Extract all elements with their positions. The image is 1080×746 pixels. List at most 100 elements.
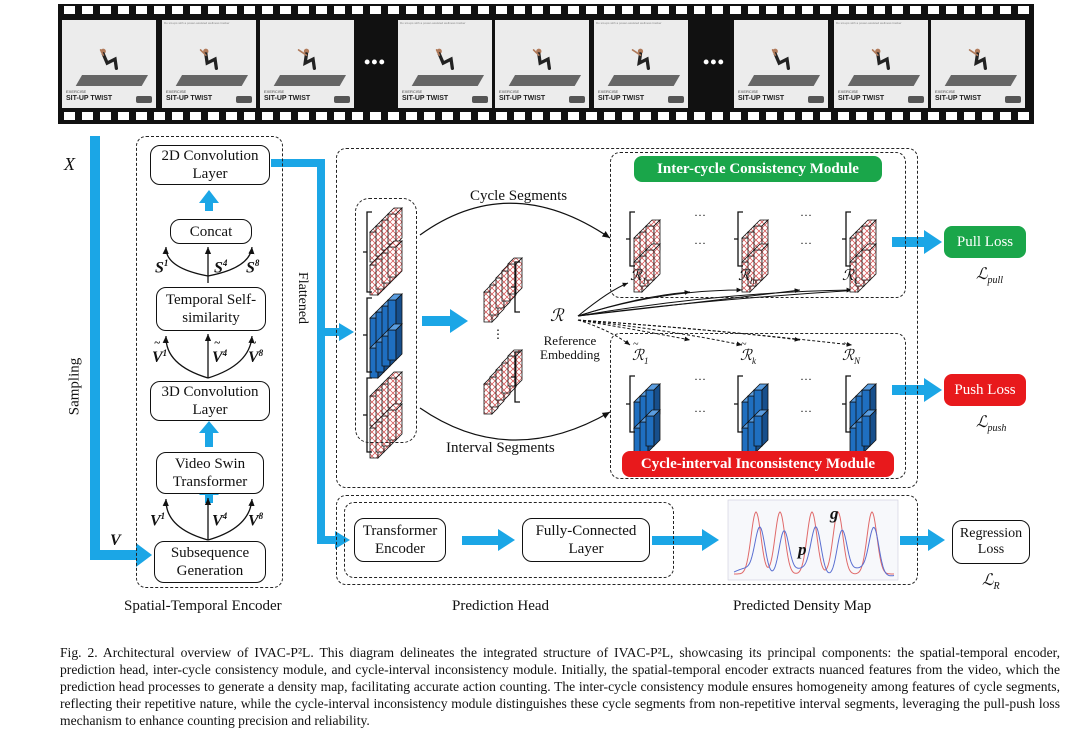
frame-subtitle: EXERCISE [838,89,859,94]
film-hole [586,112,597,120]
conv3d-layer: 3D Convolution Layer [150,381,270,421]
film-hole [640,6,651,14]
film-hole [172,112,183,120]
film-ellipsis-1: ••• [364,52,386,72]
film-hole [406,112,417,120]
pull-push-region [336,148,918,488]
film-hole [172,6,183,14]
input-x-symbol: X [64,154,75,174]
film-hole [136,112,147,120]
frame-title: Do sit-ups with a power-assisted wellnes… [596,21,662,25]
film-hole [694,112,705,120]
film-hole [1000,6,1011,14]
rh-symbol: ℛh [738,268,755,286]
film-hole [190,112,201,120]
film-hole [964,6,975,14]
density-map-chart [727,499,899,581]
film-hole [712,6,723,14]
film-hole [874,6,885,14]
interval-segments-label: Interval Segments [446,440,555,456]
channel-logo [1005,96,1021,103]
film-hole [946,112,957,120]
frame-title: Do sit-ups with a power-assisted wellnes… [400,21,466,25]
dots-inter-4: ··· [800,236,812,250]
film-hole [820,112,831,120]
channel-logo [808,96,824,103]
film-hole [712,112,723,120]
film-hole [892,112,903,120]
dots-intra-3: ··· [800,372,812,386]
frame-subtitle: EXERCISE [935,89,956,94]
r1-symbol: ℛ1 [630,268,647,286]
film-hole [910,112,921,120]
film-hole [802,112,813,120]
r-tilde-k-symbol: ~ℛk [740,339,756,366]
frame-subtitle: EXERCISE [598,89,619,94]
prediction-region [336,495,918,585]
cycle-segments-label: Cycle Segments [470,188,568,204]
film-hole [64,6,75,14]
flattened-label: Flattened [295,271,311,325]
film-hole [280,6,291,14]
reference-symbol: ℛ [550,306,564,325]
film-hole [496,112,507,120]
film-hole [496,6,507,14]
film-hole [1018,6,1029,14]
channel-logo [136,96,152,103]
film-hole [982,112,993,120]
dots-intra-2: ··· [694,404,706,418]
feature-cube-hatched [387,207,403,245]
frame-label: SIT-UP TWIST [264,95,311,102]
inter-cycle-module-box [610,152,906,298]
frame-subtitle: EXERCISE [738,89,759,94]
segment-curves [419,202,611,441]
video-frame: Do sit-ups with a power-assisted wellnes… [162,20,256,108]
feature-cube-dark [387,323,403,361]
film-hole [982,6,993,14]
film-hole [604,112,615,120]
video-frame: Do sit-ups with a power-assisted wellnes… [398,20,492,108]
video-frame: Do sit-ups with a power-assisted wellnes… [834,20,928,108]
transformer-encoder-block: Transformer Encoder [354,518,446,562]
v-tilde-4-symbol: ~V4 [212,337,228,367]
film-hole [388,6,399,14]
film-hole [838,112,849,120]
subsequence-generation-block: Subsequence Generation [154,541,266,583]
segment-bracket [626,211,635,267]
feature-cube-hatched [645,243,661,281]
v-tilde-8-symbol: ~V8 [248,337,264,367]
frame-title: Do sit-ups with a power-assisted wellnes… [836,21,902,25]
film-hole [532,112,543,120]
reference-embedding-cubes: ⋮ [483,257,523,415]
conv2d-layer: 2D Convolution Layer [150,145,270,185]
ground-truth-g-label: g [830,504,839,523]
film-hole [1000,112,1011,120]
dots-intra-4: ··· [800,404,812,418]
prediction-p-label: p [798,540,807,559]
s4-symbol: S4 [214,258,228,277]
pull-loss-symbol: ℒpull [976,266,1004,287]
film-hole [748,112,759,120]
s1-symbol: S1 [155,258,169,277]
film-hole [856,6,867,14]
s8-symbol: S8 [246,258,260,277]
frame-label: SIT-UP TWIST [402,95,449,102]
film-hole [460,112,471,120]
film-hole [730,6,741,14]
film-hole [262,112,273,120]
module-cubes [626,211,877,459]
frame-subtitle: EXERCISE [264,89,285,94]
film-holes-top [58,4,1034,16]
film-hole [226,112,237,120]
fully-connected-layer-block: Fully-Connected Layer [522,518,650,562]
feature-cube-hatched [861,243,877,281]
film-holes-bottom [58,110,1034,122]
film-hole [82,112,93,120]
film-hole [406,6,417,14]
segment-bracket [363,297,372,373]
film-hole [640,112,651,120]
cycle-interval-module-box [610,333,906,479]
